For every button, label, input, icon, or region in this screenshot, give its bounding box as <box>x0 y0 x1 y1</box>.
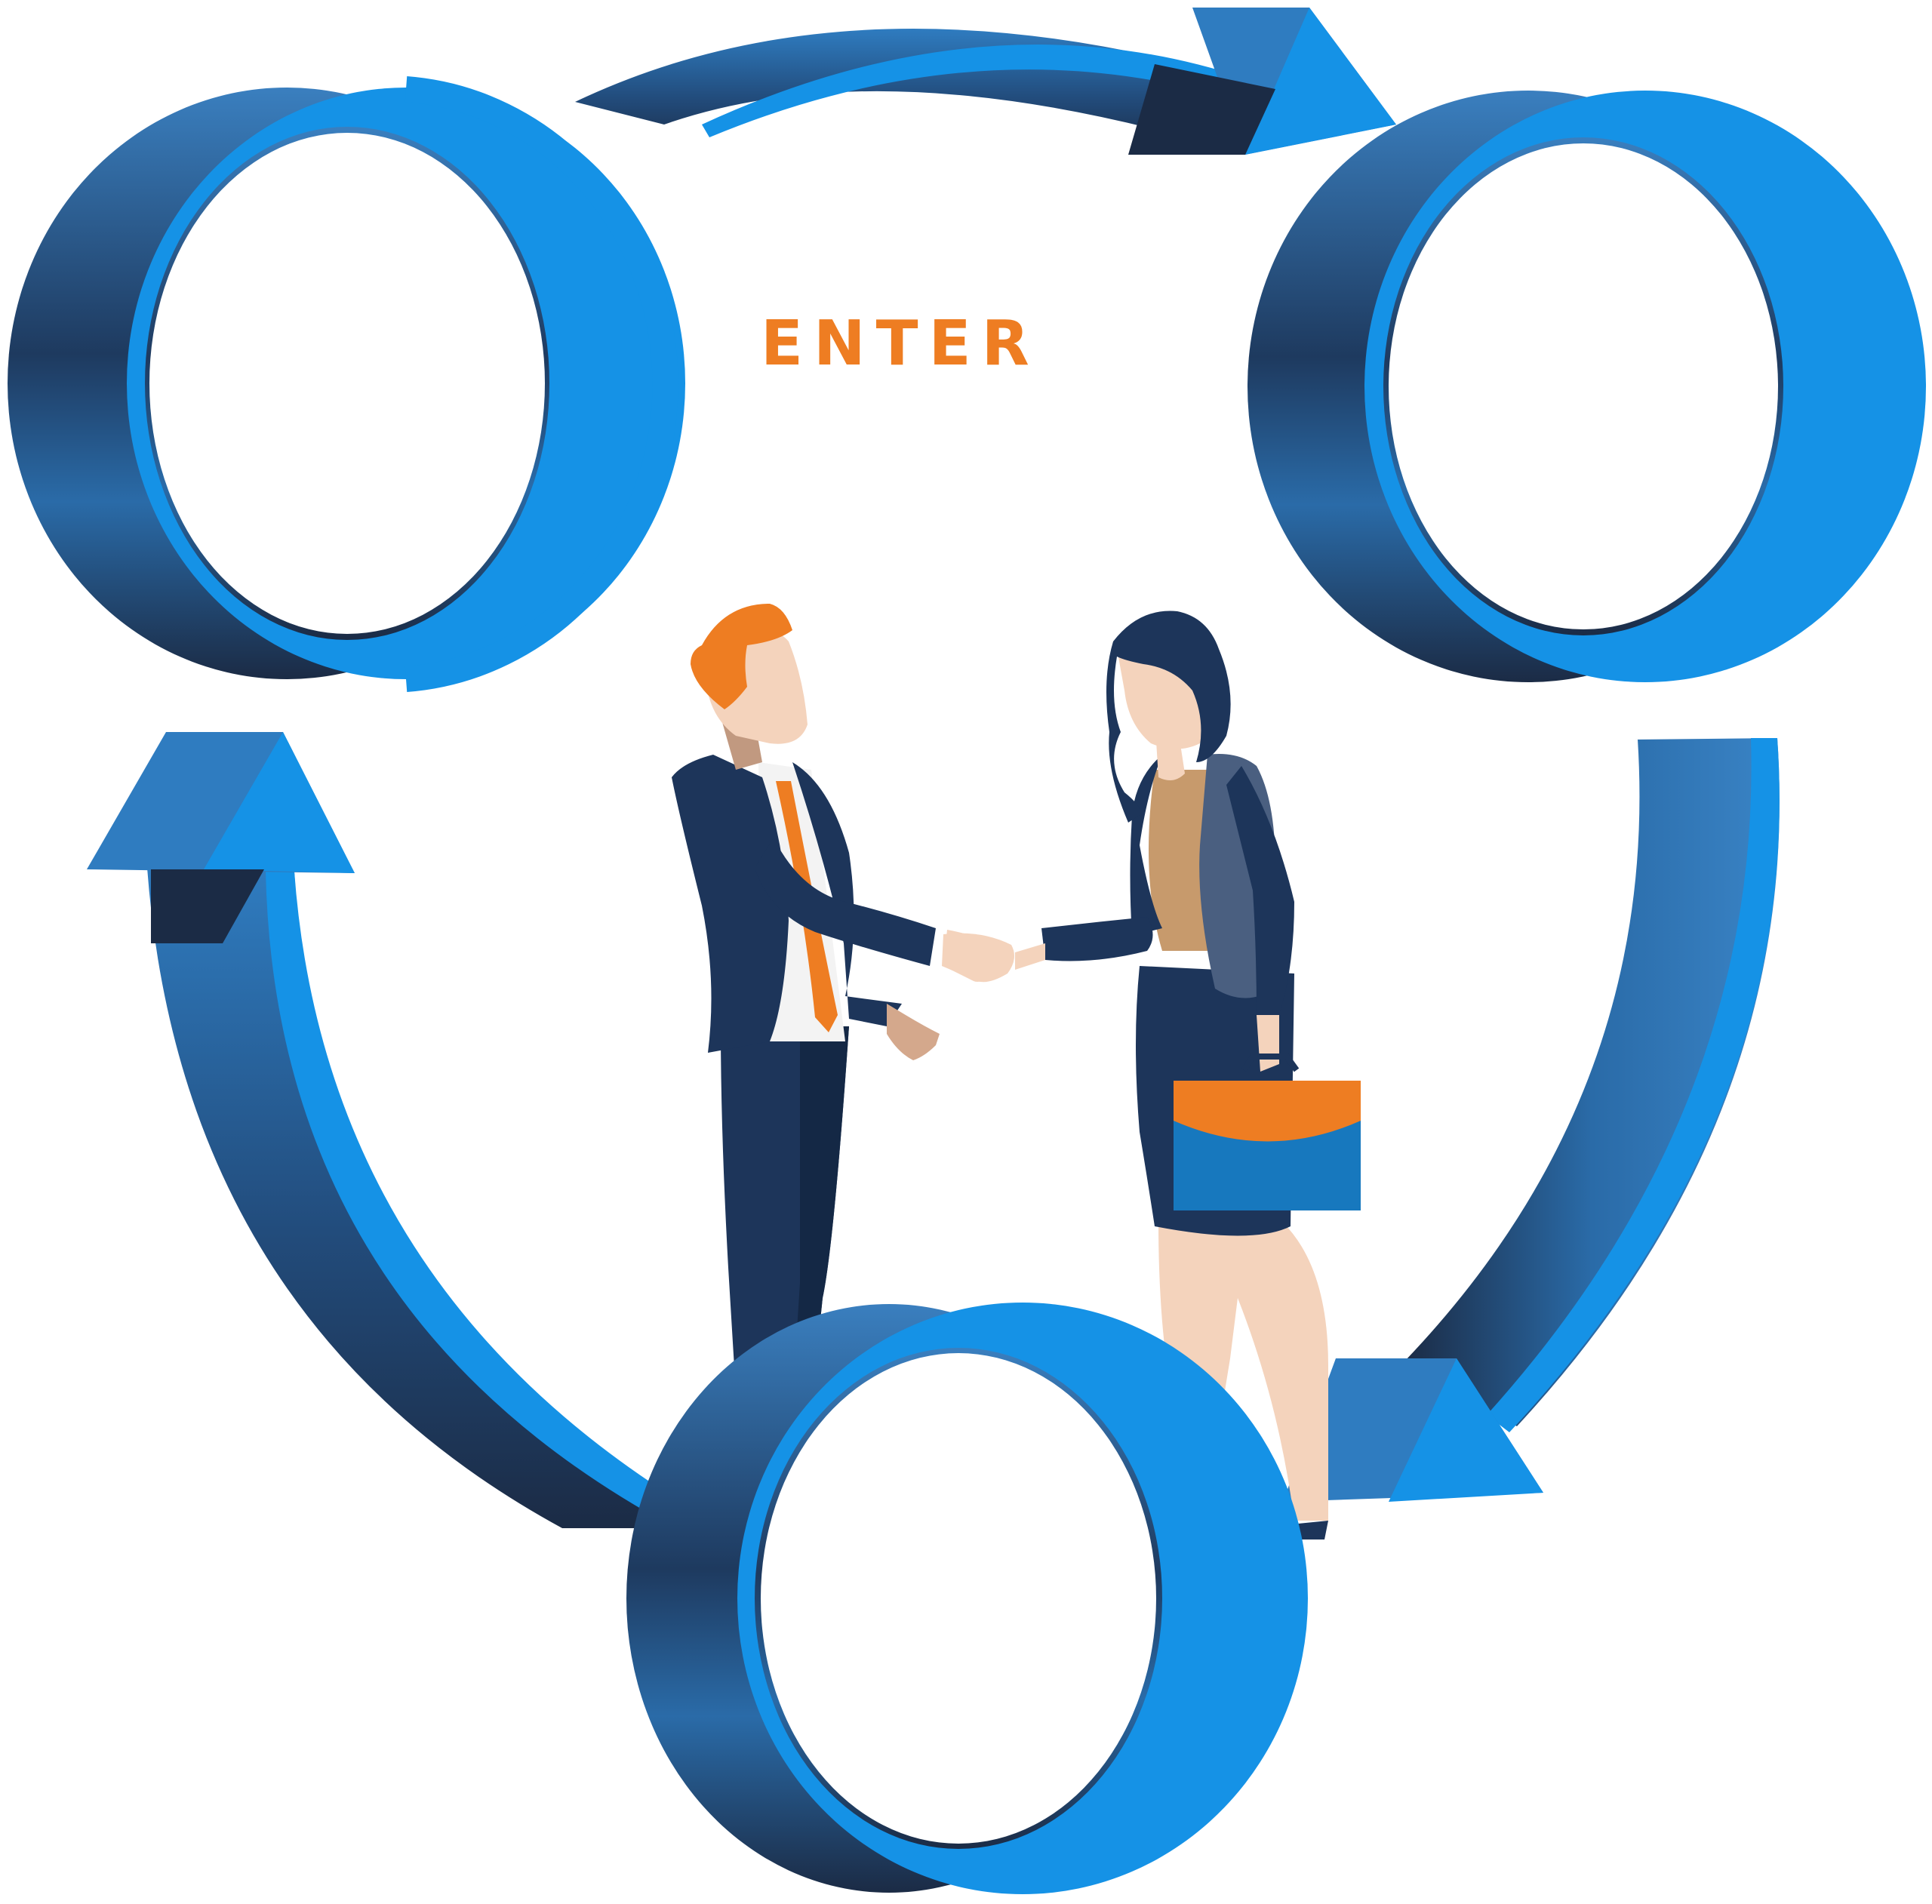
handshake-icon <box>942 933 1014 983</box>
cycle-arrow-icon <box>575 8 1396 155</box>
ring-bottom <box>626 1303 1308 1894</box>
ring-top-left <box>8 76 685 692</box>
cycle-arrow-icon <box>87 732 687 1528</box>
ring-top-right <box>1247 91 1926 682</box>
briefcase-icon <box>1174 1054 1361 1210</box>
brand-label: ENTER <box>761 308 1040 380</box>
cycle-arrow-icon <box>1283 738 1780 1502</box>
